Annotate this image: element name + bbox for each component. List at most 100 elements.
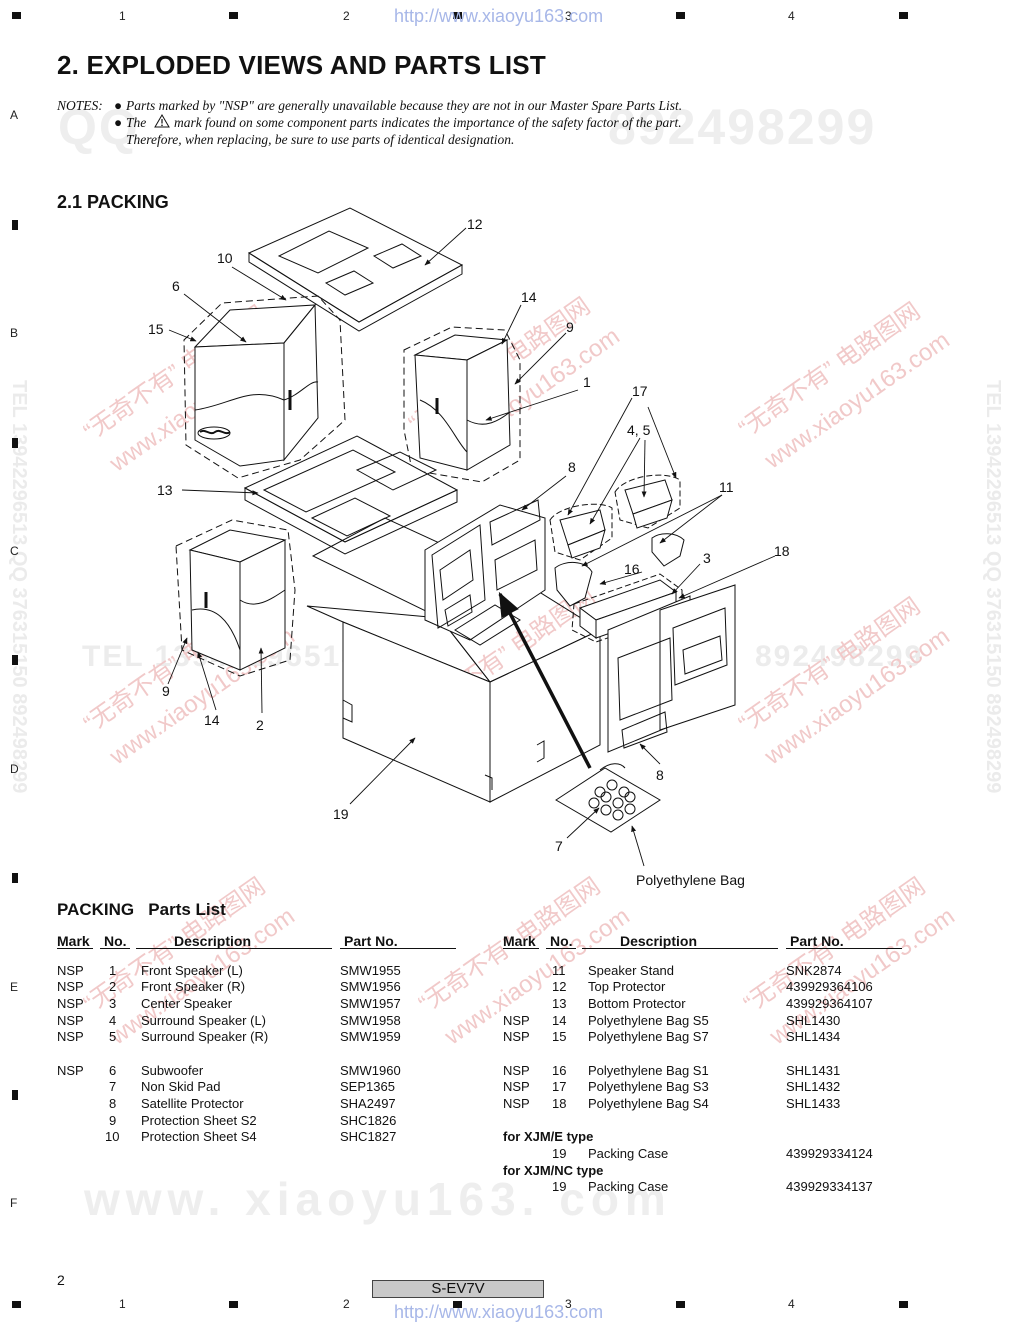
cell-no: 14 xyxy=(552,1013,567,1028)
ruler-number: 2 xyxy=(343,9,350,23)
cell-description: Polyethylene Bag S1 xyxy=(588,1063,709,1078)
cell-description: Packing Case xyxy=(588,1179,669,1194)
ruler-number: 2 xyxy=(343,1297,350,1311)
cell-mark: NSP xyxy=(503,1029,530,1044)
front-speaker-1 xyxy=(403,326,521,483)
cell-description: Polyethylene Bag S3 xyxy=(588,1079,709,1094)
cell-description: Surround Speaker (L) xyxy=(141,1013,267,1028)
cell-description: Subwoofer xyxy=(141,1063,204,1078)
cell-description: Polyethylene Bag S5 xyxy=(588,1013,709,1028)
cell-description: Bottom Protector xyxy=(588,996,686,1011)
packing-case-19 xyxy=(306,517,602,803)
callout-15: 15 xyxy=(148,321,164,337)
cell-description: Speaker Stand xyxy=(588,963,675,978)
cell-mark: NSP xyxy=(57,979,84,994)
cell-part-no: SMW1956 xyxy=(340,979,401,994)
cell-no: 12 xyxy=(552,979,567,994)
col-header-no: No. xyxy=(550,933,573,949)
cell-part-no: SMW1960 xyxy=(340,1063,401,1078)
callout-polyethylene-bag: Polyethylene Bag xyxy=(636,872,745,888)
corner-mark xyxy=(12,1301,21,1308)
header-url-watermark: http://www.xiaoyu163.com xyxy=(394,6,604,26)
satellite-protector-8 xyxy=(424,499,546,646)
row-letter: E xyxy=(10,980,19,994)
callout-12: 12 xyxy=(467,216,483,232)
cell-part-no: SHL1431 xyxy=(786,1063,841,1078)
subwoofer-6 xyxy=(183,295,346,479)
ruler-mark xyxy=(12,655,18,665)
ruler-number: 1 xyxy=(119,1297,126,1311)
cell-mark: NSP xyxy=(57,1013,84,1028)
cell-mark: NSP xyxy=(503,1079,530,1094)
header-underline xyxy=(582,948,778,949)
cell-description: Non Skid Pad xyxy=(141,1079,221,1094)
cell-description: Front Speaker (R) xyxy=(141,979,246,994)
bottom-protector-13 xyxy=(243,435,459,555)
cell-part-no: SMW1957 xyxy=(340,996,401,1011)
cell-description: Packing Case xyxy=(588,1146,669,1161)
cell-part-no: 439929334124 xyxy=(786,1146,873,1161)
cell-part-no: SMW1955 xyxy=(340,963,401,978)
row-letter: B xyxy=(10,326,19,340)
ruler-mark xyxy=(12,873,18,883)
variant-heading-xjm-e: for XJM/E type xyxy=(503,1129,594,1144)
cell-part-no: SHL1430 xyxy=(786,1013,841,1028)
row-letter: D xyxy=(10,762,19,776)
notes-label: NOTES: xyxy=(57,98,103,113)
callout-9b: 9 xyxy=(162,683,170,699)
cell-no: 19 xyxy=(552,1179,567,1194)
ruler-mark xyxy=(676,12,685,19)
row-letter: F xyxy=(10,1196,18,1210)
cell-no: 8 xyxy=(109,1096,117,1111)
col-header-mark: Mark xyxy=(503,933,536,949)
ruler-mark xyxy=(12,220,18,230)
note-bullet-1: ● xyxy=(114,98,123,113)
cell-part-no: 439929334137 xyxy=(786,1179,873,1194)
callout-11: 11 xyxy=(719,479,734,495)
page-title: 2. EXPLODED VIEWS AND PARTS LIST xyxy=(57,50,546,80)
cell-mark: NSP xyxy=(503,1013,530,1028)
cell-description: Satellite Protector xyxy=(141,1096,244,1111)
cell-mark: NSP xyxy=(57,1029,84,1044)
page-number: 2 xyxy=(57,1272,65,1288)
exploded-view-drawing xyxy=(167,207,776,867)
top-protector-12 xyxy=(247,207,464,332)
cell-part-no: SHL1434 xyxy=(786,1029,841,1044)
cell-no: 1 xyxy=(109,963,117,978)
warning-triangle-icon xyxy=(154,114,170,128)
cell-no: 6 xyxy=(109,1063,117,1078)
cell-no: 17 xyxy=(552,1079,567,1094)
ruler-number: 3 xyxy=(565,1297,572,1311)
ruler-mark xyxy=(229,12,238,19)
cell-no: 15 xyxy=(552,1029,567,1044)
cell-no: 7 xyxy=(109,1079,117,1094)
cell-part-no: SHC1826 xyxy=(340,1113,397,1128)
callout-6: 6 xyxy=(172,278,180,294)
cell-description: Top Protector xyxy=(588,979,666,994)
cell-mark: NSP xyxy=(57,1063,84,1078)
parts-list-title: PACKING Parts List xyxy=(57,900,226,919)
callout-19: 19 xyxy=(333,806,349,822)
cell-no: 4 xyxy=(109,1013,117,1028)
row-letter: C xyxy=(10,544,19,558)
col-header-description: Description xyxy=(174,933,252,949)
note-line-2b: mark found on some component parts indic… xyxy=(174,115,682,130)
corner-mark xyxy=(899,12,908,19)
callout-4-5: 4, 5 xyxy=(627,422,651,438)
cell-no: 2 xyxy=(109,979,117,994)
cell-part-no: SNK2874 xyxy=(786,963,842,978)
row-letter: A xyxy=(10,108,19,122)
cell-no: 9 xyxy=(109,1113,117,1128)
cell-description: Front Speaker (L) xyxy=(141,963,243,978)
cell-description: Protection Sheet S2 xyxy=(141,1113,257,1128)
cell-part-no: SHL1433 xyxy=(786,1096,841,1111)
surround-speakers-4-5 xyxy=(549,474,681,561)
ruler-number: 3 xyxy=(565,9,572,23)
cell-no: 18 xyxy=(552,1096,567,1111)
cell-mark: NSP xyxy=(503,1063,530,1078)
watermark-site-spaced: www. xiaoyu163. com xyxy=(84,1173,672,1225)
callout-14b: 14 xyxy=(204,712,220,728)
callout-16: 16 xyxy=(624,561,640,577)
cell-mark: NSP xyxy=(57,996,84,1011)
callout-8: 8 xyxy=(568,459,576,475)
